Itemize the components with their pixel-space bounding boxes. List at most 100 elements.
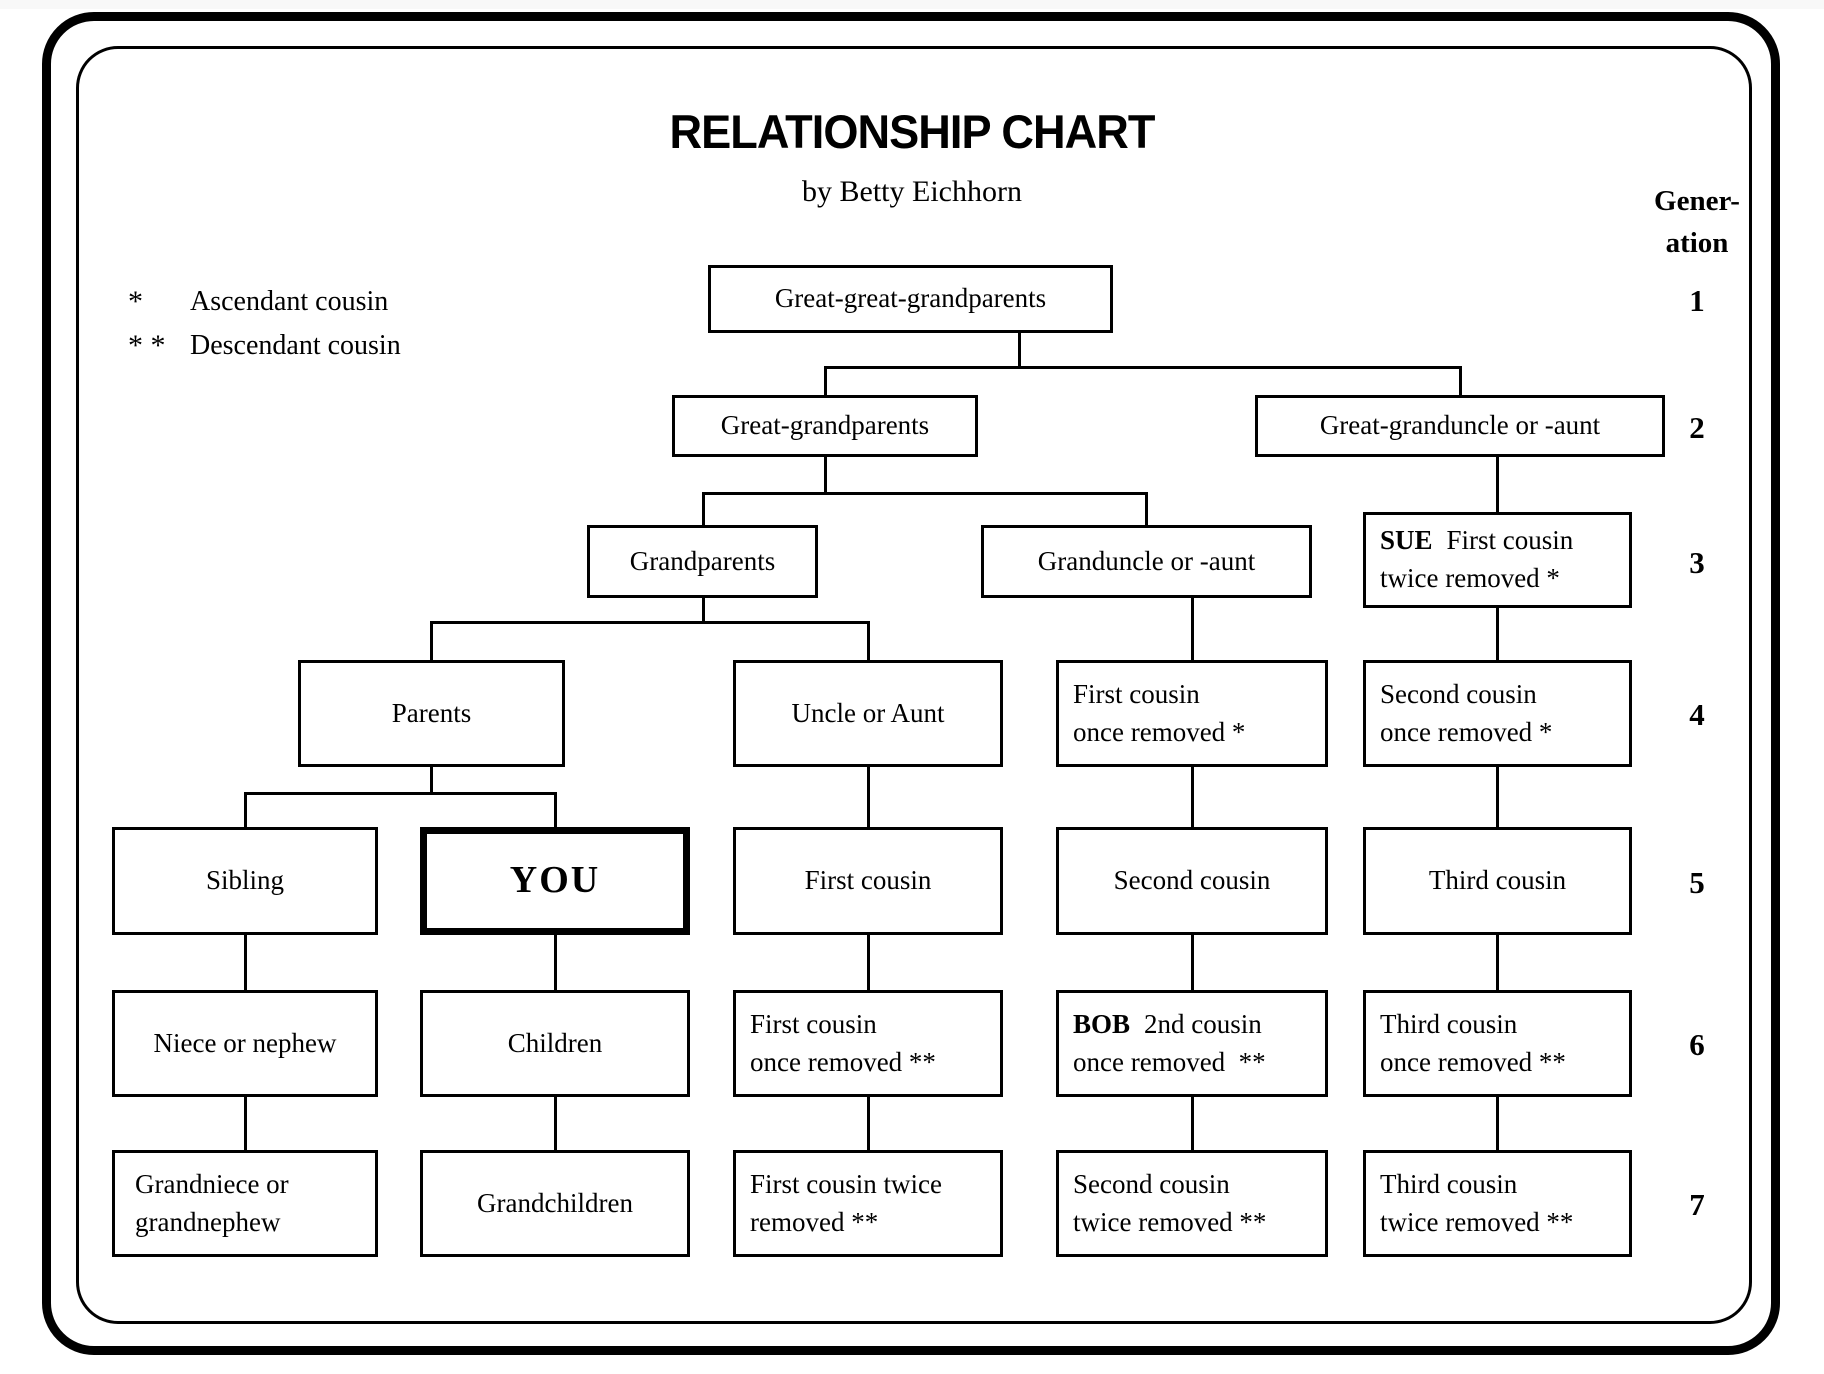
node-second-cousin: Second cousin (1056, 827, 1328, 935)
connector-line (1496, 608, 1499, 662)
node-label: First cousin (804, 865, 932, 896)
node-great-granduncle-or-aunt: Great-granduncle or -aunt (1255, 395, 1665, 457)
connector-line (1496, 457, 1499, 514)
asterisk-icon: * (128, 285, 143, 318)
node-parents: Parents (298, 660, 565, 767)
connector-line (702, 492, 1148, 495)
connector-line (430, 621, 433, 662)
connector-line (244, 935, 247, 992)
generation-number-2: 2 (1689, 410, 1705, 445)
node-label: Great-great-grandparents (774, 283, 1047, 314)
node-third-cousin-twice-removed-descendant: Third cousin twice removed ** (1363, 1150, 1632, 1257)
legend-label: Ascendant cousin (190, 286, 389, 317)
legend: * Ascendant cousin * * Descendant cousin (128, 280, 401, 368)
generation-number-1: 1 (1689, 283, 1705, 318)
node-sue-first-cousin-twice-removed: SUE First cousin twice removed * (1363, 512, 1632, 608)
node-grandparents: Grandparents (587, 525, 818, 598)
connector-line (1459, 366, 1462, 397)
legend-label: Descendant cousin (190, 330, 401, 361)
generation-number-6: 6 (1689, 1027, 1705, 1062)
connector-line (1496, 935, 1499, 992)
connector-line (1191, 1097, 1194, 1152)
node-line2: twice removed ** (1380, 1206, 1574, 1237)
node-line1: First cousin (750, 1008, 877, 1039)
node-first-cousin-once-removed-ascendant: First cousin once removed * (1056, 660, 1328, 767)
node-line1: Third cousin (1380, 1008, 1518, 1039)
node-line1: First cousin (1073, 678, 1200, 709)
connector-line (1191, 598, 1194, 662)
connector-line (867, 621, 870, 662)
connector-line (1496, 1097, 1499, 1152)
connector-line (1018, 333, 1021, 369)
node-label: Children (507, 1027, 603, 1058)
node-sibling: Sibling (112, 827, 378, 935)
connector-line (702, 598, 705, 624)
node-second-cousin-twice-removed-descendant: Second cousin twice removed ** (1056, 1150, 1328, 1257)
node-third-cousin: Third cousin (1363, 827, 1632, 935)
connector-line (867, 1097, 870, 1152)
node-line1: First cousin twice (750, 1168, 942, 1199)
node-great-grandparents: Great-grandparents (672, 395, 978, 457)
node-label: First cousin (1446, 525, 1574, 556)
double-asterisk-icon: * * (128, 329, 166, 362)
node-line1: Grandniece or (135, 1168, 289, 1199)
outer-border (42, 12, 1780, 1355)
connector-line (702, 492, 705, 527)
node-line1: Second cousin (1073, 1168, 1230, 1199)
generation-number-4: 4 (1689, 697, 1705, 732)
connector-line (1496, 767, 1499, 829)
node-line2: twice removed ** (1073, 1206, 1267, 1237)
node-first-cousin-twice-removed-descendant: First cousin twice removed ** (733, 1150, 1003, 1257)
page-subtitle: by Betty Eichhorn (802, 175, 1022, 208)
node-you: YOU (420, 827, 690, 935)
connector-line (430, 767, 433, 795)
node-great-great-grandparents: Great-great-grandparents (708, 265, 1113, 333)
generation-header-line1: Gener- (1654, 185, 1740, 217)
node-label: Grandchildren (477, 1187, 633, 1218)
legend-item-descendant: * * Descendant cousin (128, 324, 401, 368)
node-label: Sibling (205, 865, 285, 896)
legend-item-ascendant: * Ascendant cousin (128, 280, 401, 324)
generation-column-header: Gener- ation (1627, 180, 1767, 264)
node-label: 2nd cousin (1144, 1008, 1262, 1039)
connector-line (554, 1097, 557, 1152)
connector-line (867, 935, 870, 992)
node-third-cousin-once-removed-descendant: Third cousin once removed ** (1363, 990, 1632, 1097)
connector-line (1145, 492, 1148, 527)
node-line2: once removed ** (1380, 1046, 1566, 1077)
generation-number-5: 5 (1689, 865, 1705, 900)
node-line2: twice removed * (1380, 563, 1560, 593)
generation-header-line2: ation (1665, 227, 1729, 260)
connector-line (244, 792, 557, 795)
node-line2: once removed * (1073, 716, 1246, 747)
node-line2: once removed ** (1073, 1046, 1266, 1077)
node-first-cousin-once-removed-descendant: First cousin once removed ** (733, 990, 1003, 1097)
node-line2: once removed * (1380, 716, 1553, 747)
connector-line (824, 457, 827, 495)
node-uncle-or-aunt: Uncle or Aunt (733, 660, 1003, 767)
node-label: Parents (391, 697, 472, 728)
inner-border (76, 46, 1752, 1324)
connector-line (244, 792, 247, 829)
node-label: Second cousin (1113, 865, 1271, 896)
connector-line (554, 935, 557, 992)
node-label: Uncle or Aunt (791, 697, 945, 728)
node-label: Niece or nephew (153, 1027, 337, 1058)
node-line1: Second cousin (1380, 678, 1537, 709)
node-label: Third cousin (1428, 865, 1567, 896)
node-bob-2nd-cousin-once-removed: BOB 2nd cousin once removed ** (1056, 990, 1328, 1097)
node-granduncle-or-aunt: Granduncle or -aunt (981, 525, 1312, 598)
connector-line (430, 621, 870, 624)
page-title: RELATIONSHIP CHART (669, 105, 1156, 158)
node-label: YOU (509, 859, 601, 902)
person-name-sue: SUE (1380, 525, 1433, 556)
connector-line (1191, 767, 1194, 829)
person-name-bob: BOB (1073, 1008, 1131, 1039)
node-children: Children (420, 990, 690, 1097)
node-line1: Third cousin (1380, 1168, 1518, 1199)
node-line1: SUE First cousin (1380, 522, 1573, 560)
node-line1: BOB 2nd cousin (1073, 1006, 1262, 1044)
connector-line (554, 792, 557, 829)
node-first-cousin: First cousin (733, 827, 1003, 935)
